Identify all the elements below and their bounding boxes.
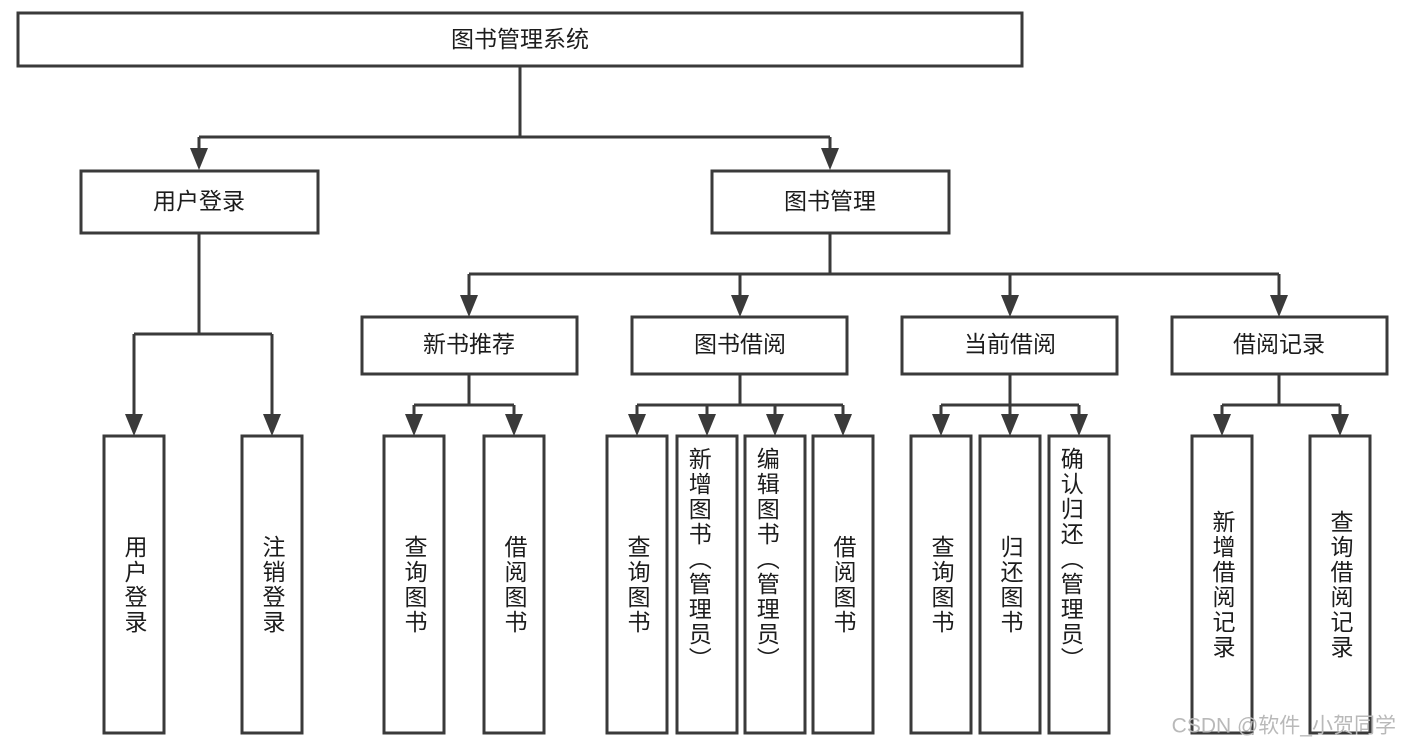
leaf-book-borrow-query[interactable]: 查询图书 [605,434,669,735]
leaf-new-book-borrow-label: 借阅图书 [501,535,528,635]
node-user-login-label: 用户登录 [153,188,245,214]
node-book-management[interactable]: 图书管理 [710,169,951,235]
leaf-current-borrow-query[interactable]: 查询图书 [909,434,973,735]
leaf-user-login-login-label: 用户登录 [121,535,148,635]
node-new-book-recommend[interactable]: 新书推荐 [360,315,579,376]
leaf-book-borrow-add-label: 新增图书（管理员） [685,447,712,672]
leaf-book-borrow-edit-label: 编辑图书（管理员） [753,447,780,672]
leaf-book-borrow-borrow-label: 借阅图书 [830,535,857,635]
connector-bookmgmt-to-level3 [460,233,1288,317]
leaf-borrow-record-add[interactable]: 新增借阅记录 [1190,434,1254,735]
connector-newbook-to-leaves [405,375,523,436]
leaf-book-borrow-add[interactable]: 新增图书（管理员） [675,434,739,735]
connector-currentborrow-to-leaves [932,375,1088,436]
node-new-book-recommend-label: 新书推荐 [423,331,515,357]
leaf-book-borrow-borrow[interactable]: 借阅图书 [811,434,875,735]
node-book-borrow-label: 图书借阅 [694,331,786,357]
leaf-current-borrow-return-label: 归还图书 [997,535,1024,635]
connector-userlogin-to-leaves [125,233,281,436]
node-root-system-label: 图书管理系统 [451,26,589,52]
leaf-borrow-record-query-label: 查询借阅记录 [1327,510,1354,660]
leaf-current-borrow-confirm[interactable]: 确认归还（管理员） [1047,434,1111,735]
leaf-book-borrow-query-label: 查询图书 [624,535,651,635]
connector-bookborrow-to-leaves [628,375,852,436]
node-root-system[interactable]: 图书管理系统 [16,11,1024,68]
leaf-user-login-login[interactable]: 用户登录 [102,434,166,735]
leaf-current-borrow-return[interactable]: 归还图书 [978,434,1042,735]
node-current-borrow[interactable]: 当前借阅 [900,315,1119,376]
node-user-login[interactable]: 用户登录 [79,169,320,235]
leaf-borrow-record-add-label: 新增借阅记录 [1209,510,1236,660]
leaf-borrow-record-query[interactable]: 查询借阅记录 [1308,434,1372,735]
leaf-new-book-query-label: 查询图书 [401,535,428,635]
connector-borrowrecord-to-leaves [1213,375,1349,436]
leaf-new-book-borrow[interactable]: 借阅图书 [482,434,546,735]
leaf-book-borrow-edit[interactable]: 编辑图书（管理员） [743,434,807,735]
node-book-borrow[interactable]: 图书借阅 [630,315,849,376]
node-current-borrow-label: 当前借阅 [964,331,1056,357]
leaf-current-borrow-query-label: 查询图书 [928,535,955,635]
node-borrow-record-label: 借阅记录 [1233,331,1325,357]
connector-root-to-level2 [190,66,839,170]
leaf-new-book-query[interactable]: 查询图书 [382,434,446,735]
leaf-user-login-logout[interactable]: 注销登录 [240,434,304,735]
leaf-user-login-logout-label: 注销登录 [259,535,286,635]
node-book-management-label: 图书管理 [784,188,876,214]
leaf-current-borrow-confirm-label: 确认归还（管理员） [1057,447,1084,672]
node-borrow-record[interactable]: 借阅记录 [1170,315,1389,376]
csdn-watermark: CSDN @软件_小贺同学 [1172,715,1396,738]
